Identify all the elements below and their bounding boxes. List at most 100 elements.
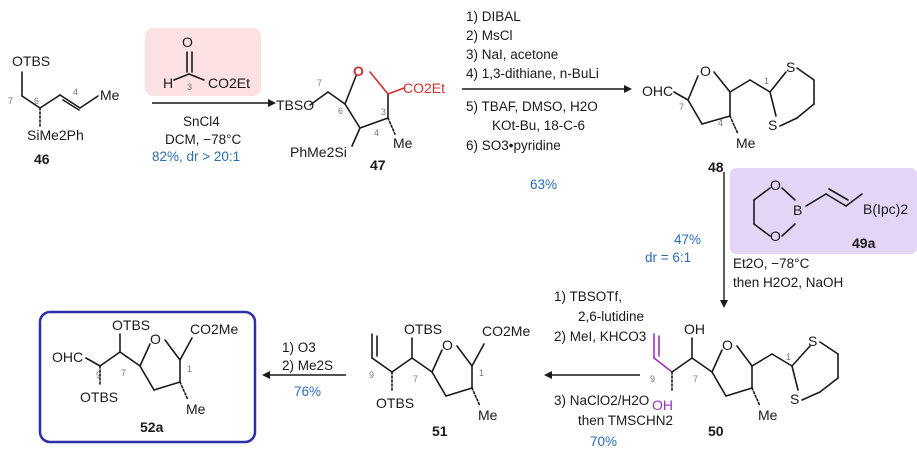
allylborane-box (730, 168, 917, 254)
svg-text:1) TBSOTf,: 1) TBSOTf, (554, 289, 622, 304)
svg-text:O: O (700, 63, 711, 79)
svg-text:CO2Me: CO2Me (482, 323, 530, 339)
svg-text:6: 6 (34, 96, 39, 106)
svg-text:70%: 70% (590, 434, 617, 449)
svg-text:Et2O, −78°C: Et2O, −78°C (733, 256, 810, 271)
svg-text:CO2Me: CO2Me (190, 321, 238, 337)
compound-label-46: 46 (34, 151, 50, 167)
svg-text:2,6-lutidine: 2,6-lutidine (578, 309, 644, 324)
compound-52a: OHC 9 OTBS 7 OTBS O Me 1 CO2Me 52a (52, 317, 238, 435)
svg-text:6) SO3•pyridine: 6) SO3•pyridine (466, 138, 561, 153)
compound-50: 9 OH 7 OH O Me 1 S S 50 (650, 321, 839, 439)
svg-text:7: 7 (8, 96, 13, 106)
svg-text:S: S (768, 117, 777, 133)
svg-text:5) TBAF, DMSO, H2O: 5) TBAF, DMSO, H2O (466, 99, 598, 114)
svg-text:SnCl4: SnCl4 (183, 114, 220, 129)
svg-text:CO2Et: CO2Et (208, 75, 250, 91)
svg-text:9: 9 (96, 370, 101, 380)
svg-text:CO2Et: CO2Et (403, 80, 445, 96)
svg-text:O: O (182, 34, 193, 50)
svg-text:4: 4 (73, 87, 78, 97)
svg-text:OTBS: OTBS (404, 321, 442, 337)
svg-text:O: O (770, 177, 781, 193)
svg-text:82%, dr > 20:1: 82%, dr > 20:1 (152, 149, 240, 164)
svg-text:Me: Me (736, 135, 756, 151)
compound-label-50: 50 (708, 423, 724, 439)
svg-text:PhMe2Si: PhMe2Si (290, 144, 347, 160)
svg-text:1: 1 (786, 352, 791, 362)
svg-text:OH: OH (652, 397, 673, 413)
svg-text:1: 1 (764, 76, 769, 86)
svg-text:OHC: OHC (52, 349, 83, 365)
svg-text:7: 7 (317, 78, 322, 88)
product-frame (38, 310, 257, 444)
svg-text:O: O (150, 331, 161, 347)
sime2ph-label: SiMe2Ph (27, 127, 84, 143)
svg-text:dr = 6:1: dr = 6:1 (645, 250, 691, 265)
svg-text:9: 9 (650, 374, 655, 384)
svg-text:3) NaI, acetone: 3) NaI, acetone (466, 47, 558, 62)
compound-47: TBSO 7 6 O 4 3 CO2Et PhMe2Si Me 47 (276, 63, 445, 173)
svg-text:S: S (790, 391, 799, 407)
svg-text:4: 4 (718, 118, 723, 128)
svg-text:KOt-Bu, 18-C-6: KOt-Bu, 18-C-6 (492, 118, 585, 133)
svg-text:Me: Me (186, 401, 206, 417)
svg-text:O: O (353, 63, 364, 79)
svg-text:6: 6 (338, 106, 343, 116)
svg-text:4: 4 (374, 128, 379, 138)
compound-51: 9 OTBS 7 OTBS O Me 1 CO2Me 51 (369, 321, 530, 439)
compound-label-52a: 52a (140, 419, 164, 435)
svg-text:76%: 76% (294, 384, 321, 399)
svg-text:O: O (770, 228, 781, 244)
svg-text:9: 9 (369, 370, 374, 380)
svg-text:3: 3 (187, 82, 192, 92)
compound-48: OHC 7 O 4 Me 1 S S 48 (642, 59, 815, 175)
svg-text:1: 1 (479, 368, 484, 378)
svg-text:Me: Me (478, 407, 498, 423)
svg-text:OTBS: OTBS (80, 389, 118, 405)
svg-text:3) NaClO2/H2O: 3) NaClO2/H2O (554, 393, 649, 408)
svg-text:TBSO: TBSO (276, 97, 314, 113)
compound-46: OTBS 7 6 4 Me SiMe2Ph 46 (8, 53, 120, 167)
svg-text:Me: Me (758, 407, 778, 423)
reagent-box (145, 28, 261, 96)
compound-label-48: 48 (708, 159, 724, 175)
svg-text:1) DIBAL: 1) DIBAL (466, 9, 521, 24)
svg-text:1) O3: 1) O3 (282, 340, 316, 355)
svg-text:2) MsCl: 2) MsCl (466, 28, 513, 43)
svg-text:H: H (163, 75, 173, 91)
svg-text:OHC: OHC (642, 83, 673, 99)
svg-text:63%: 63% (530, 177, 557, 192)
svg-text:7: 7 (413, 374, 418, 384)
svg-text:4) 1,3-dithiane, n-BuLi: 4) 1,3-dithiane, n-BuLi (466, 66, 599, 81)
svg-text:OTBS: OTBS (376, 395, 414, 411)
svg-text:B(Ipc)2: B(Ipc)2 (863, 201, 908, 217)
svg-text:Me: Me (393, 135, 413, 151)
svg-text:DCM, −78°C: DCM, −78°C (165, 132, 242, 147)
svg-text:OTBS: OTBS (112, 317, 150, 333)
compound-label-47: 47 (370, 157, 386, 173)
compound-label-49a: 49a (852, 235, 876, 251)
svg-text:S: S (808, 333, 817, 349)
svg-text:47%: 47% (674, 232, 701, 247)
compound-49a: O B O B(Ipc)2 49a (753, 177, 908, 251)
svg-text:2) Me2S: 2) Me2S (282, 358, 333, 373)
svg-text:7: 7 (693, 374, 698, 384)
svg-text:2) MeI, KHCO3: 2) MeI, KHCO3 (554, 329, 646, 344)
svg-text:S: S (786, 59, 795, 75)
svg-text:then H2O2, NaOH: then H2O2, NaOH (733, 275, 843, 290)
otbs-label: OTBS (12, 53, 50, 69)
aldehyde-reagent: O H 3 CO2Et (163, 34, 250, 92)
me-label: Me (100, 87, 120, 103)
compound-label-51: 51 (432, 423, 448, 439)
svg-text:1: 1 (187, 364, 192, 374)
svg-text:then TMSCHN2: then TMSCHN2 (578, 413, 673, 428)
svg-text:7: 7 (679, 102, 684, 112)
svg-text:O: O (442, 337, 453, 353)
svg-text:B: B (793, 202, 802, 218)
svg-text:OH: OH (684, 321, 705, 337)
svg-text:7: 7 (121, 368, 126, 378)
svg-text:3: 3 (381, 107, 386, 117)
svg-text:O: O (722, 337, 733, 353)
